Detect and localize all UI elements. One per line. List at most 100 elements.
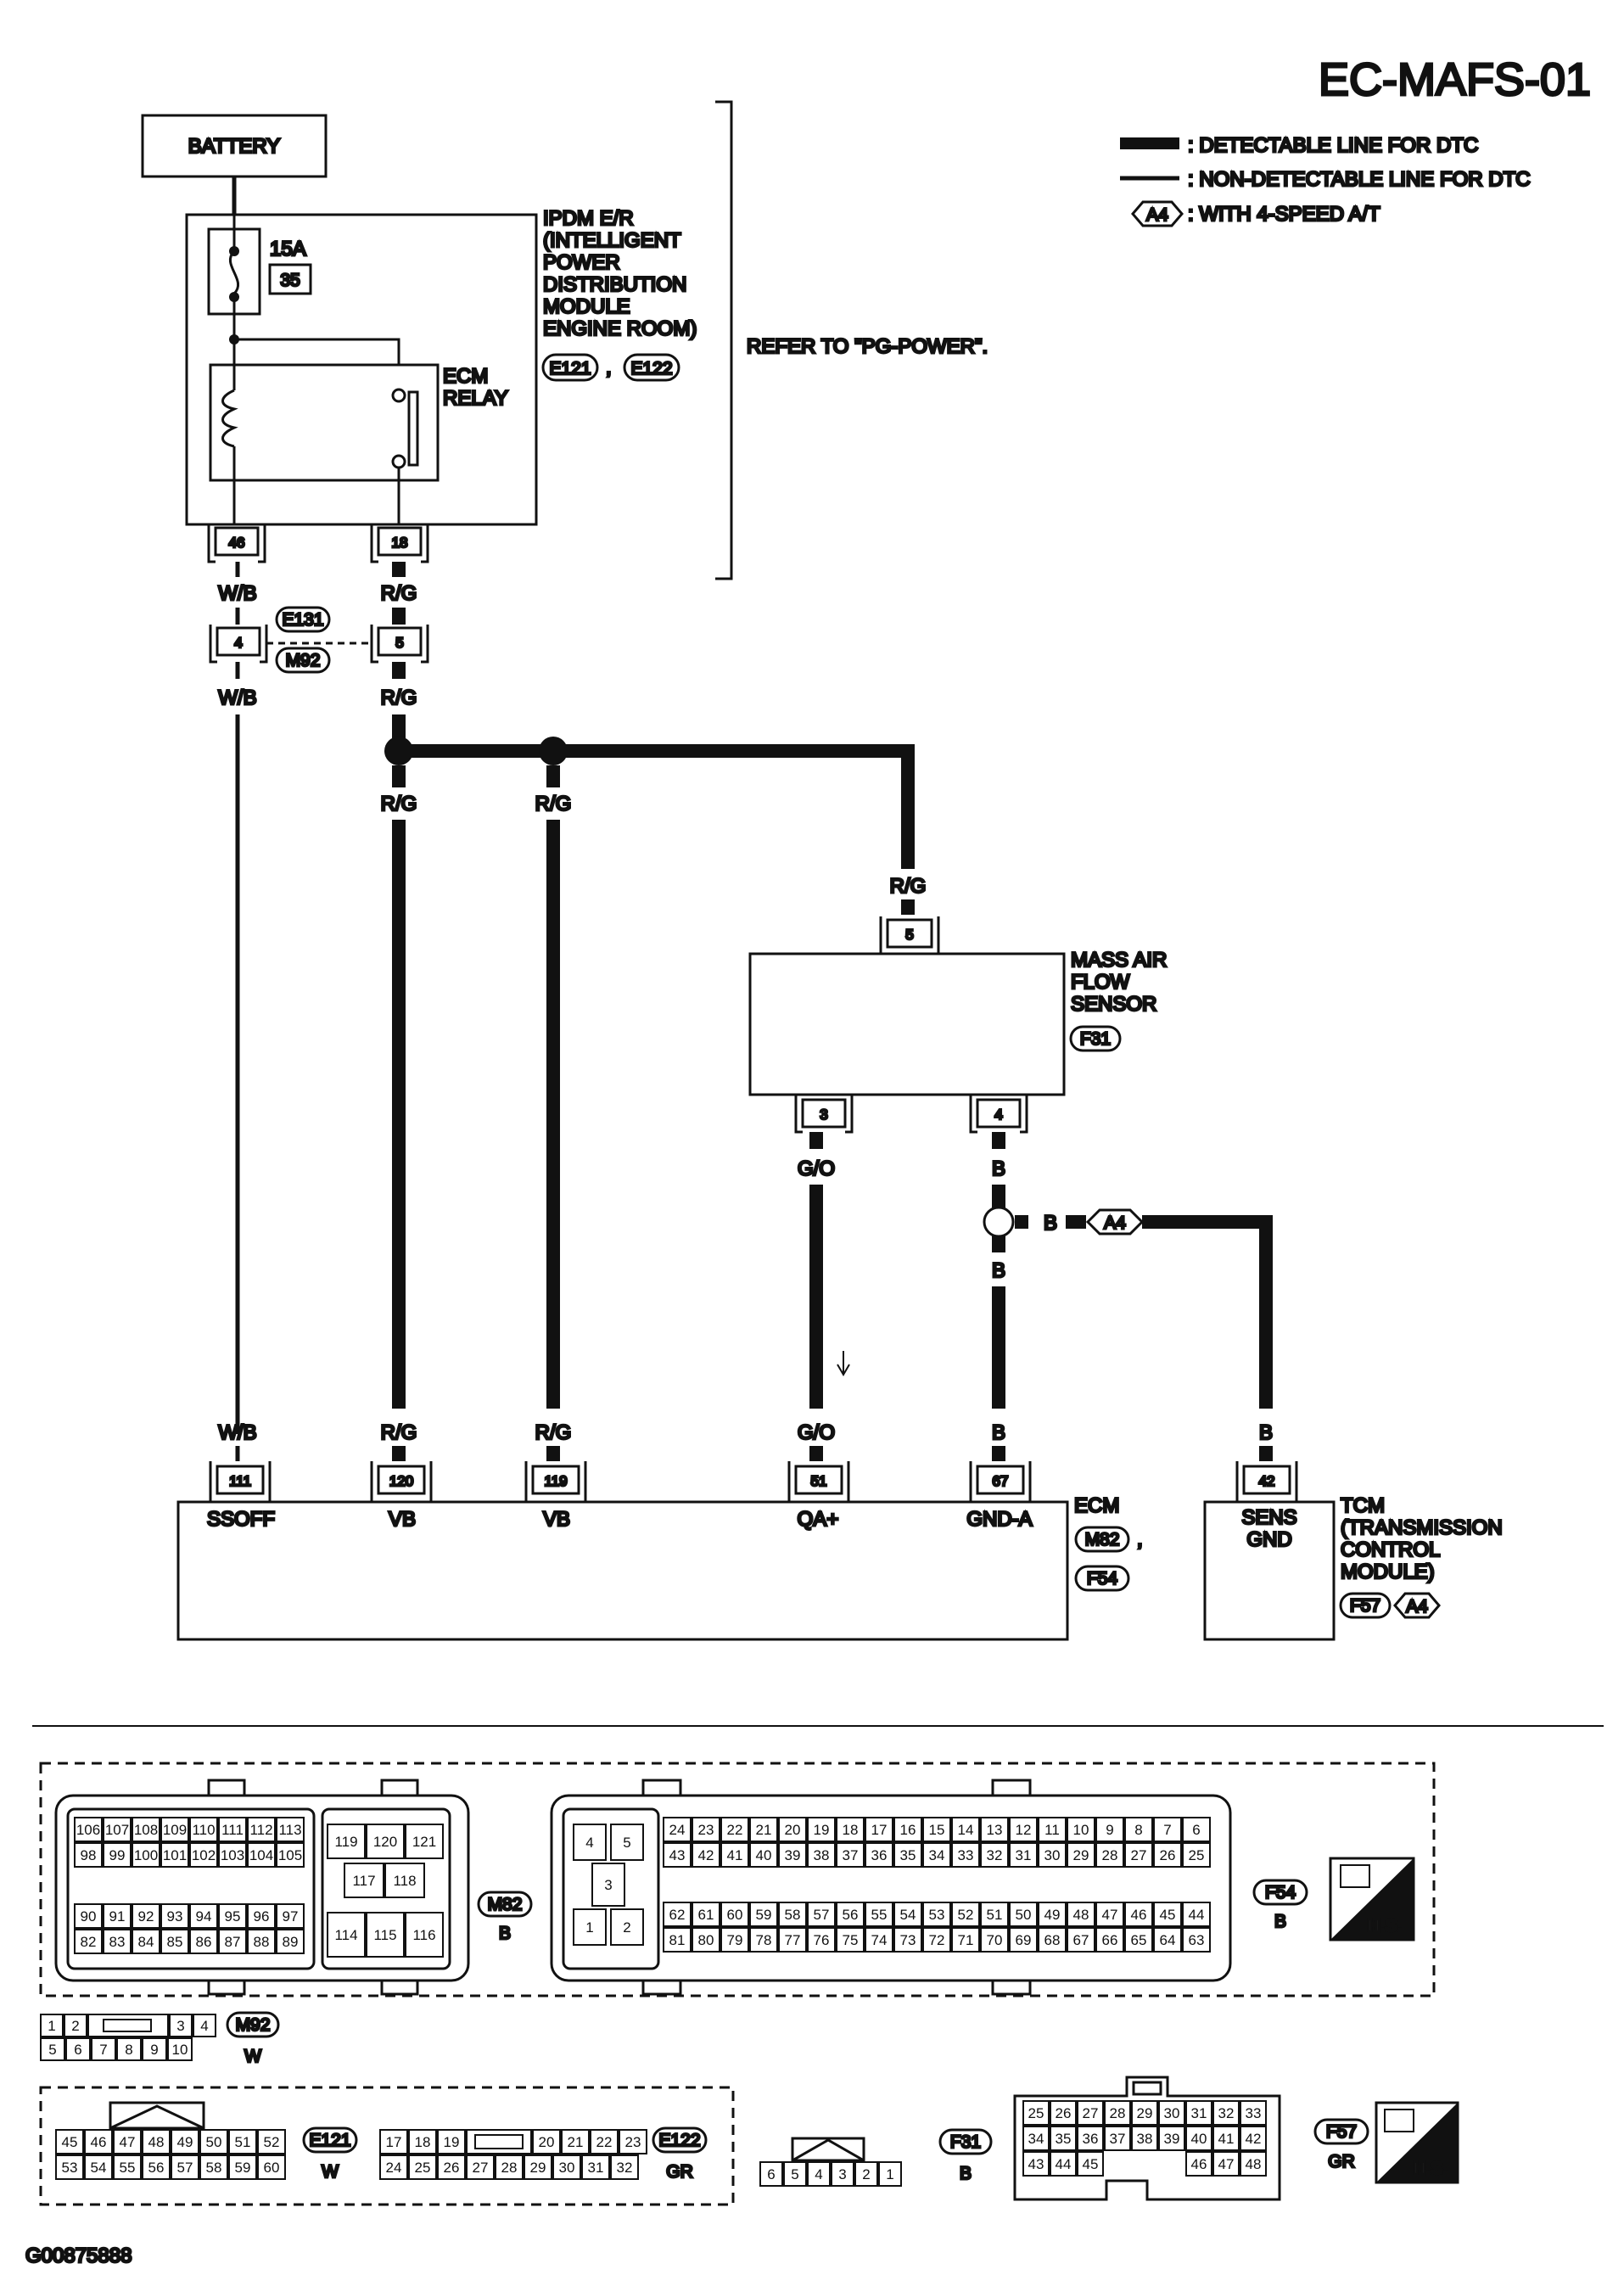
e121-pin-53: 53 [62,2160,78,2176]
m82-pin-95-cell [218,1903,247,1929]
e122-pin-19-cell [437,2129,466,2154]
wire-tcm-gnd [1142,1215,1273,1409]
f54-pin-65-cell [1124,1927,1153,1953]
m92-pin-7: 7 [99,2042,107,2058]
m82-pin-115-cell [366,1912,405,1958]
f54-id: F54 [1265,1883,1296,1902]
f31-pin-6: 6 [767,2166,775,2182]
ipdm-label-5: MODULE [543,295,630,318]
m82-pin-105: 105 [278,1847,302,1863]
ecm-pin-119: 119 [544,1473,567,1489]
f31-key-icon [792,2138,865,2162]
e121-pin-51-cell [228,2129,257,2154]
m82-pin-110-cell [189,1817,218,1842]
f54-pin-9-cell [1095,1817,1124,1842]
m82-pin-103: 103 [221,1847,244,1863]
f54-pin-15-cell [922,1817,951,1842]
m92-pin-6-cell [65,2037,91,2061]
m82-pin-93-cell [160,1903,189,1929]
e122-pin-22: 22 [596,2134,613,2150]
m92-pin-4-cell [193,2014,216,2037]
f54-pin-20: 20 [785,1822,801,1838]
f54-pin-27: 27 [1131,1847,1147,1863]
m82-pin-86: 86 [196,1934,212,1950]
m82-pin-94: 94 [196,1908,212,1925]
f54-pin-69: 69 [1016,1932,1032,1948]
m82-pin-103-cell [218,1842,247,1868]
e121-pin-55: 55 [120,2160,136,2176]
m82-pin-109-cell [160,1817,189,1842]
e121-pin-50-cell [199,2129,228,2154]
tcm-label-2: (TRANSMISSION [1341,1516,1503,1539]
wire-label-go-2: G/O [798,1421,835,1444]
wire-label-wb-2: W/B [218,686,256,709]
tcm-label-1: TCM [1341,1494,1385,1517]
joint-conn-m92: M92 [286,651,321,670]
f31-pin-6-cell [759,2161,783,2187]
m92-id: M92 [236,2015,271,2035]
m82-pin-100: 100 [134,1847,158,1863]
f54-pin-59: 59 [756,1907,772,1923]
f54-pin-67-cell [1067,1927,1095,1953]
ecm-pin-111: 111 [229,1473,251,1489]
ecm-conn-m82: M82 [1085,1530,1120,1549]
battery-label: BATTERY [188,135,280,158]
f54-pin-8-cell [1124,1817,1153,1842]
m92-pin-2-cell [64,2014,87,2037]
legend-non-detectable: : NON-DETECTABLE LINE FOR DTC [1188,168,1531,191]
f54-pin-35-cell [893,1842,922,1868]
fuse-icon [228,249,240,295]
f57-pin-41-cell [1212,2126,1240,2151]
f54-pin-37: 37 [843,1847,859,1863]
f57-pin-38-cell [1131,2126,1158,2151]
f54-pin-26: 26 [1160,1847,1176,1863]
f54-pin-51-cell [980,1902,1009,1927]
f54-pin-81-cell [663,1927,692,1953]
f57-pin-25: 25 [1028,2105,1044,2121]
f31-pin-3: 3 [838,2166,846,2182]
f57-pin-47: 47 [1218,2156,1235,2172]
f57-pin-42-cell [1240,2126,1267,2151]
m82-pin-113-cell [276,1817,305,1842]
wire-rg-maf [553,744,915,869]
f57-pin-26-cell [1050,2100,1077,2126]
f57-pin-32: 32 [1218,2105,1235,2121]
f54-pin-12-cell [1009,1817,1038,1842]
f54-pin-50-cell [1009,1902,1038,1927]
f57-pin-45-cell [1077,2151,1104,2177]
f54-pin-17: 17 [871,1822,888,1838]
f54-pin-73-cell [893,1927,922,1953]
maf-pin-5: 5 [905,927,913,943]
f31-pin-2-cell [854,2161,878,2187]
f54-pin-25-cell [1182,1842,1211,1868]
ecm-term-qa: QA+ [798,1508,839,1531]
m82-pin-107-cell [103,1817,132,1842]
f57-id: F57 [1326,2122,1357,2142]
e121-pin-47-cell [113,2129,142,2154]
relay-contact-icon [407,390,419,467]
f54-pin-15: 15 [929,1822,945,1838]
m92-color: W [244,2047,261,2066]
f54-pin-3: 3 [604,1877,612,1893]
connector-icon [1340,1864,1370,1888]
e121-pin-59: 59 [235,2160,251,2176]
f54-pin-28: 28 [1102,1847,1118,1863]
m82-pin-111-cell [218,1817,247,1842]
f54-pin-48: 48 [1073,1907,1089,1923]
maf-pin-3: 3 [820,1107,827,1123]
f54-pin-60-cell [720,1902,749,1927]
e121-pin-52: 52 [264,2134,280,2150]
maf-pin-4: 4 [994,1107,1002,1123]
f54-pin-63: 63 [1189,1932,1205,1948]
f54-pin-26-cell [1153,1842,1182,1868]
f54-pin-80: 80 [698,1932,714,1948]
m82-pin-120: 120 [373,1834,397,1850]
f54-pin-3-cell [591,1863,625,1907]
fuse-number: 35 [280,271,300,290]
ecm-label: ECM [1074,1494,1119,1517]
f57-pin-27: 27 [1083,2105,1099,2121]
m82-pin-112-cell [247,1817,276,1842]
hs-label-2: H.S. [1414,2159,1448,2178]
